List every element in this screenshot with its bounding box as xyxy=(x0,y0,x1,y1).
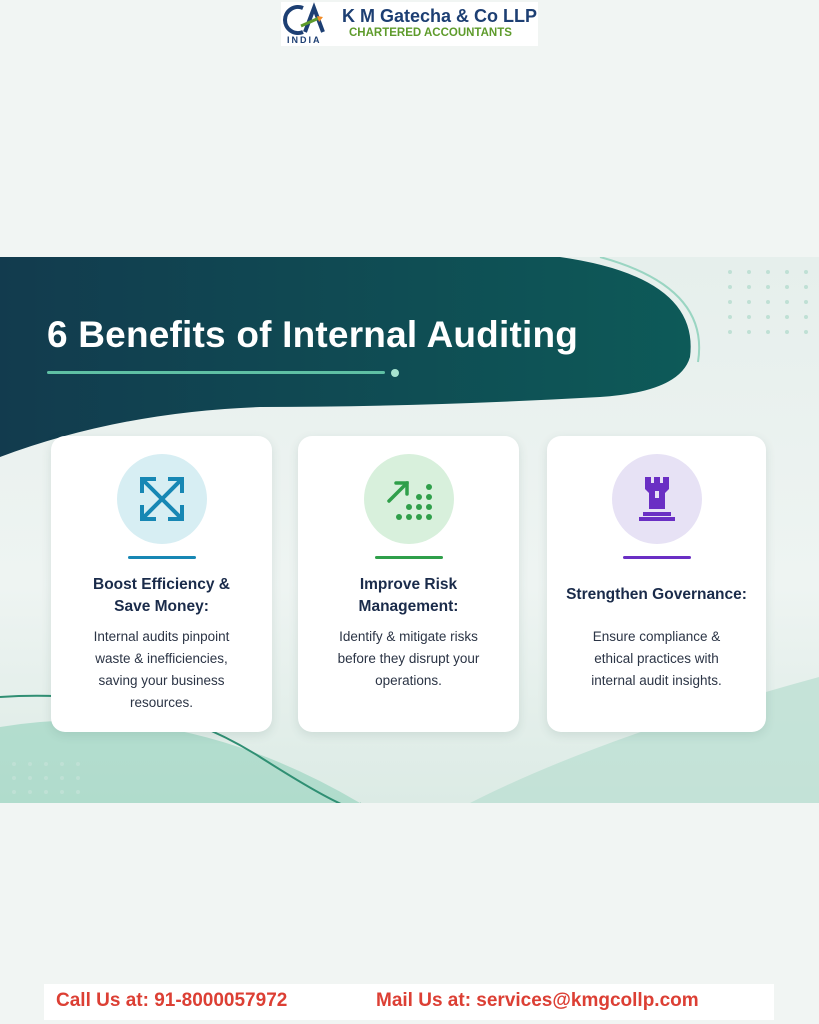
firm-name: K M Gatecha & Co LLP xyxy=(342,6,538,26)
title-underline-dot xyxy=(391,369,399,377)
email-contact[interactable]: Mail Us at: services@kmgcollp.com xyxy=(376,990,699,1011)
banner-background xyxy=(0,257,819,803)
card-description: Identify & mitigate risks before they di… xyxy=(337,629,480,688)
growth-chart-icon xyxy=(363,454,454,544)
card-title: Boost Efficiency & Save Money: xyxy=(93,576,230,615)
logo-country-label: INDIA xyxy=(287,35,322,45)
infographic-banner: 6 Benefits of Internal Auditing xyxy=(0,257,819,803)
benefit-card-governance: Strengthen Governance: Ensure compliance… xyxy=(547,436,766,732)
castle-tower-icon xyxy=(611,454,702,544)
firm-logo: INDIA K M Gatecha & Co LLP CHARTERED ACC… xyxy=(281,2,538,46)
card-accent-bar xyxy=(622,556,691,559)
card-accent-bar xyxy=(127,556,196,559)
ca-logo-icon xyxy=(283,2,325,35)
card-title: Improve Risk Management: xyxy=(358,576,459,615)
benefit-card-efficiency: Boost Efficiency & Save Money: Internal … xyxy=(51,436,272,732)
card-description: Ensure compliance & ethical practices wi… xyxy=(591,629,722,688)
title-underline xyxy=(47,371,385,374)
page-title: 6 Benefits of Internal Auditing xyxy=(47,314,579,355)
phone-contact[interactable]: Call Us at: 91-8000057972 xyxy=(56,990,288,1011)
dot-pattern-top-right xyxy=(728,270,808,334)
card-title: Strengthen Governance: xyxy=(566,586,747,603)
expand-arrows-icon xyxy=(116,454,207,544)
dot-pattern-bottom-left xyxy=(12,762,80,794)
card-accent-bar xyxy=(374,556,443,559)
benefit-card-risk: Improve Risk Management: Identify & miti… xyxy=(298,436,519,732)
firm-subtitle: CHARTERED ACCOUNTANTS xyxy=(349,27,512,39)
card-description: Internal audits pinpoint waste & ineffic… xyxy=(93,629,230,710)
contact-footer: Call Us at: 91-8000057972 Mail Us at: se… xyxy=(44,984,774,1020)
